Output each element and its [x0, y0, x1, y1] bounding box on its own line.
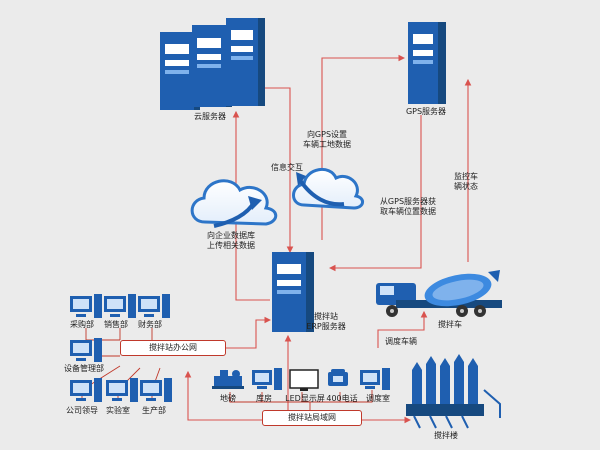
mixer-truck-icon	[376, 270, 502, 317]
label-mixer-truck: 搅拌车	[438, 320, 462, 329]
label-monitor-2: 辆状态	[454, 182, 478, 191]
label-sales: 销售部	[104, 320, 128, 329]
label-warehouse: 库房	[256, 394, 272, 403]
label-equipment: 设备管理部	[64, 364, 104, 373]
cloud-server-group	[160, 18, 265, 110]
label-procurement: 采购部	[70, 320, 94, 329]
computer-icon-control-room	[360, 368, 390, 390]
lan-devices	[212, 368, 390, 391]
cloud-icon-right	[292, 168, 364, 210]
label-production: 生产部	[142, 406, 166, 415]
computer-icon-lab	[106, 378, 138, 402]
office-network-box: 搅拌站办公网	[120, 340, 226, 356]
computer-icon-sales	[104, 294, 136, 318]
computer-icon-equipment	[70, 338, 102, 362]
label-cloud-server: 云服务器	[194, 112, 226, 121]
scale-icon	[212, 370, 244, 389]
label-led: LED显示屏	[285, 394, 325, 403]
label-from-gps-2: 取车辆位置数据	[380, 207, 436, 216]
arrow-erp-to-cloud	[232, 110, 270, 301]
led-screen-icon	[289, 369, 319, 391]
label-from-gps-1: 从GPS服务器获	[379, 197, 437, 206]
server-icon-3	[226, 18, 265, 106]
label-erp-2: ERP服务器	[306, 322, 346, 331]
office-computers	[70, 294, 172, 402]
label-monitor-1: 监控车	[454, 172, 478, 181]
arrow-cloud-to-erp	[264, 87, 294, 254]
mixing-plant-icon	[406, 354, 501, 429]
cloud-icon-left	[190, 179, 278, 228]
label-scale: 地磅	[220, 394, 236, 403]
arrow-lan-to-office	[184, 370, 262, 421]
label-upload-2: 上传相关数据	[207, 241, 255, 250]
label-to-gps-1: 向GPS设置	[306, 130, 348, 139]
arrow-dispatch-to-truck	[377, 310, 428, 348]
label-lab: 实验室	[106, 406, 130, 415]
label-control-room: 调度室	[366, 394, 390, 403]
computer-icon-finance	[138, 294, 170, 318]
label-mixing-plant: 搅拌楼	[434, 431, 458, 440]
label-to-gps-2: 车辆工地数据	[303, 140, 351, 149]
phone-icon	[328, 369, 348, 386]
computer-icon-warehouse	[252, 368, 282, 390]
label-gps-server: GPS服务器	[405, 107, 447, 116]
label-erp-1: 搅拌站	[314, 312, 338, 321]
computer-icon-procurement	[70, 294, 102, 318]
erp-server-icon	[272, 252, 314, 332]
lan-box: 搅拌站局域网	[262, 410, 362, 426]
arrow-office-to-erp	[226, 316, 272, 349]
arrow-gps-to-erp	[328, 115, 422, 272]
label-upload-1: 向企业数据库	[207, 231, 255, 240]
label-phone: 400电话	[326, 394, 358, 403]
label-info-exchange: 信息交互	[271, 163, 303, 172]
computer-icon-leader	[70, 378, 102, 402]
computer-icon-production	[140, 378, 172, 402]
label-dispatch-vehicle: 调度车辆	[385, 337, 417, 346]
gps-server-icon	[408, 22, 446, 104]
label-leader: 公司领导	[66, 406, 98, 415]
label-finance: 财务部	[138, 320, 162, 329]
